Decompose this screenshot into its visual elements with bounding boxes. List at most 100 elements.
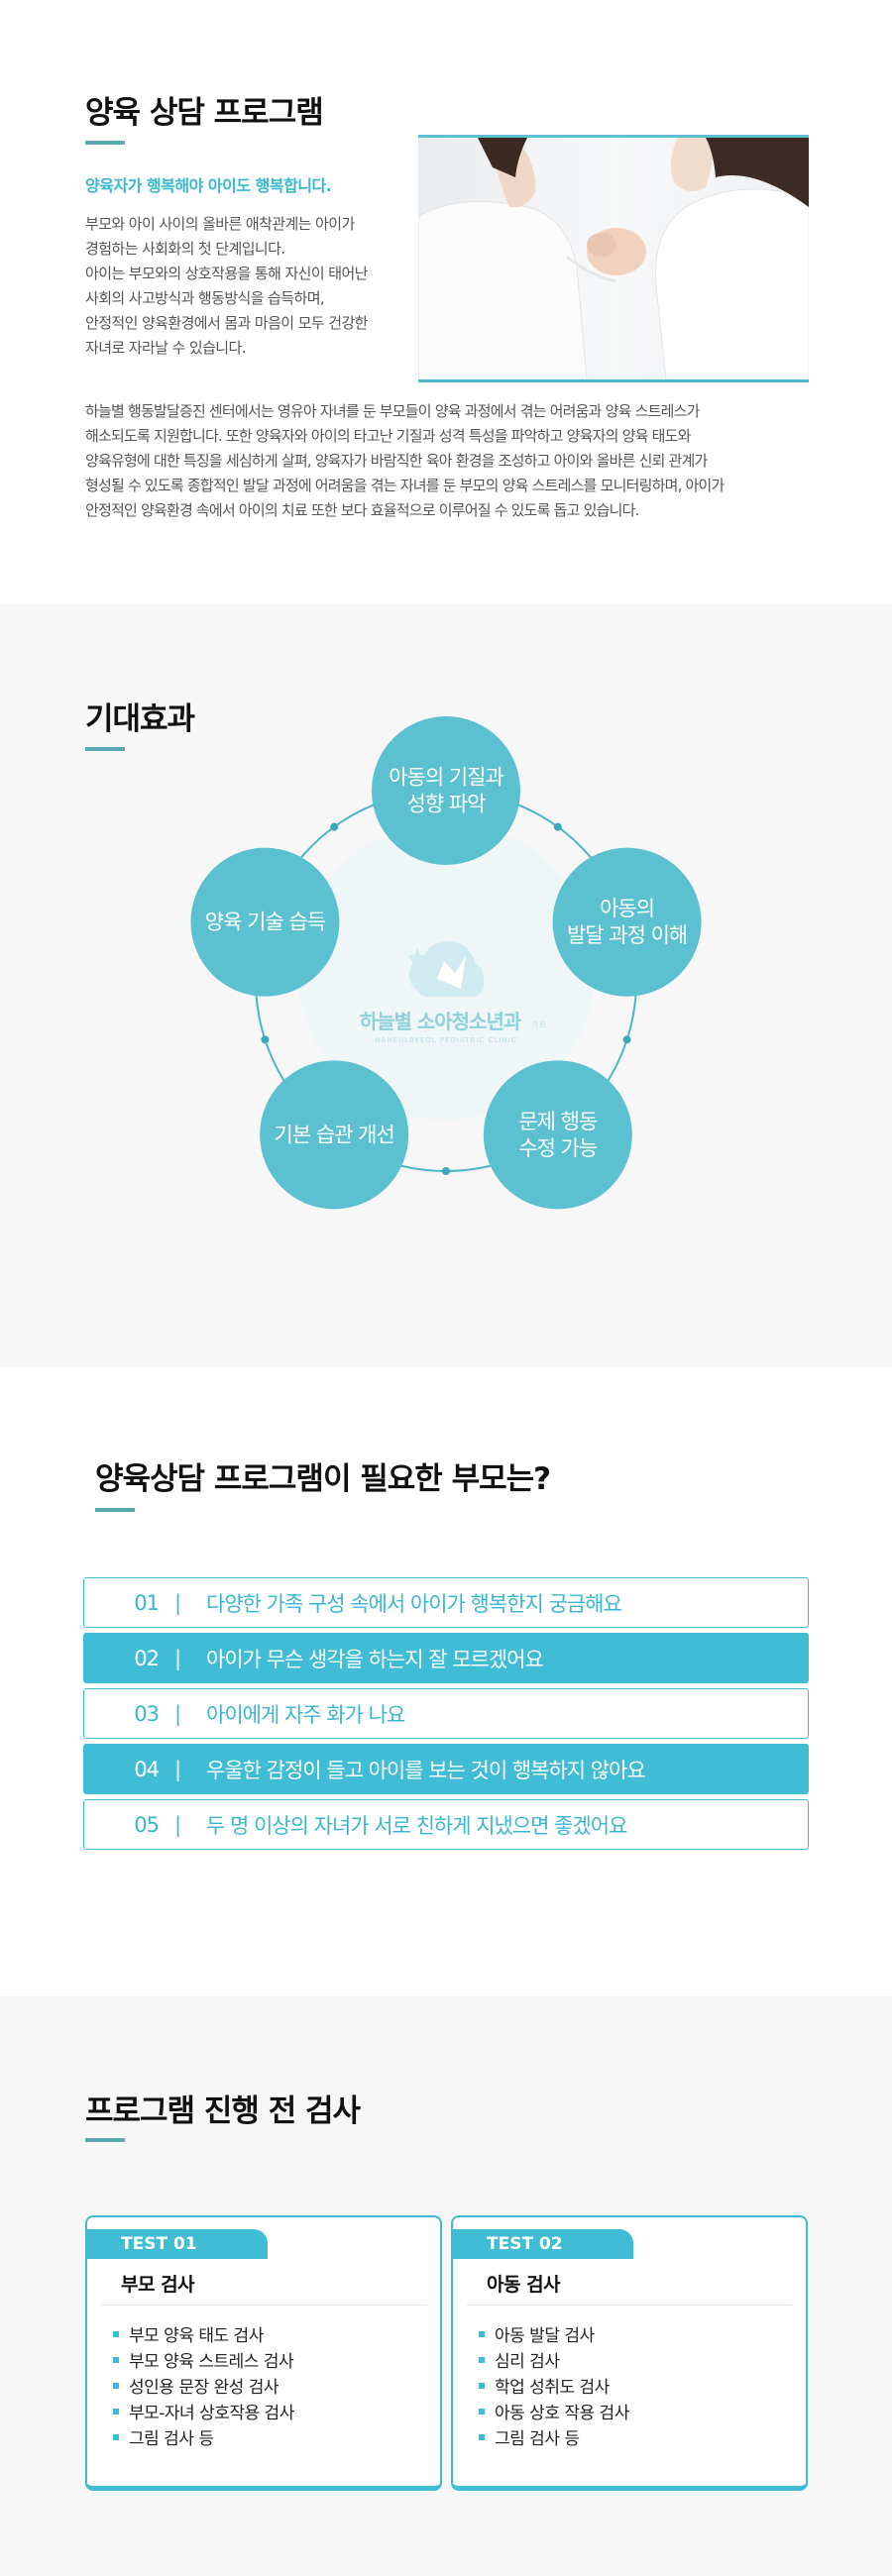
- card-divider: [101, 2305, 426, 2306]
- effect-circle: [260, 1060, 409, 1210]
- need-text: 아이에게 자주 화가 나요: [206, 1702, 405, 1727]
- need-number: 02: [134, 1646, 160, 1670]
- test-item-label: 성인용 문장 완성 검사: [129, 2378, 279, 2398]
- test-item: 부모 양육 태도 검사: [113, 2323, 294, 2349]
- pre-program-tests-section: 프로그램 진행 전 검사 TEST 01 부모 검사 부모 양육 태도 검사 부…: [0, 1996, 892, 2576]
- effect-node: 기본 습관 개선: [260, 1060, 409, 1210]
- effect-label: 발달 과정 이해: [567, 923, 687, 947]
- intro-line: 사회의 사고방식과 행동방식을 습득하며,: [85, 289, 325, 307]
- test-item: 성인용 문장 완성 검사: [113, 2375, 294, 2401]
- section-title: 프로그램 진행 전 검사: [85, 2093, 361, 2129]
- test-tag: TEST 02: [453, 2229, 633, 2259]
- test-name: 부모 검사: [121, 2274, 195, 2296]
- test-item-label: 심리 검사: [495, 2352, 560, 2372]
- intro-line: 경험하는 사회화의 첫 단계입니다.: [85, 240, 285, 258]
- test-item: 아동 상호 작용 검사: [479, 2401, 629, 2426]
- test-item-label: 부모 양육 태도 검사: [129, 2326, 264, 2346]
- intro-line: 자녀로 자라날 수 있습니다.: [85, 339, 246, 357]
- test-item-label: 아동 상호 작용 검사: [495, 2404, 629, 2423]
- bullet-icon: [479, 2331, 485, 2337]
- test-tag: TEST 01: [87, 2229, 268, 2259]
- test-card-child: TEST 02 아동 검사 아동 발달 검사 심리 검사 학업 성취도 검사 아…: [451, 2215, 808, 2491]
- logo-english: HANEULBYEOL PEDIATRIC CLINIC: [375, 1036, 516, 1044]
- need-separator: |: [173, 1757, 181, 1781]
- need-number: 01: [134, 1590, 160, 1615]
- intro-line: 아이는 부모와의 상호작용을 통해 자신이 태어난: [85, 265, 368, 282]
- need-text: 다양한 가족 구성 속에서 아이가 행복한지 궁금해요: [206, 1591, 622, 1616]
- test-item: 심리 검사: [479, 2349, 629, 2375]
- effect-circle: [372, 716, 520, 865]
- bullet-icon: [479, 2357, 485, 2363]
- bullet-icon: [113, 2357, 119, 2363]
- test-item: 그림 검사 등: [113, 2426, 294, 2452]
- need-item: 04 | 우울한 감정이 들고 아이를 보는 것이 행복하지 않아요: [83, 1744, 809, 1794]
- test-item: 부모 양육 스트레스 검사: [113, 2349, 294, 2375]
- effect-label: 양육 기술 습득: [205, 911, 326, 934]
- need-item: 03 | 아이에게 자주 화가 나요: [83, 1688, 809, 1739]
- effect-label: 문제 행동: [518, 1110, 598, 1133]
- description-line: 해소되도록 지원합니다. 또한 양육자와 아이의 타고난 기질과 성격 특성을 …: [85, 427, 691, 445]
- title-underline: [85, 141, 125, 145]
- title-underline: [85, 2138, 125, 2142]
- need-separator: |: [173, 1646, 181, 1670]
- target-parents-section: 양육상담 프로그램이 필요한 부모는? 01 | 다양한 가족 구성 속에서 아…: [0, 1367, 892, 1996]
- test-item-label: 부모 양육 스트레스 검사: [129, 2352, 294, 2372]
- need-text: 아이가 무슨 생각을 하는지 잘 모르겠어요: [206, 1647, 544, 1671]
- bullet-icon: [113, 2434, 119, 2440]
- test-item: 아동 발달 검사: [479, 2323, 629, 2349]
- expected-effects-section: 기대효과 하늘별 소아청소년과 의원 HANEULBYEOL PEDIATRIC…: [0, 604, 892, 1367]
- section-title: 양육상담 프로그램이 필요한 부모는?: [95, 1461, 551, 1497]
- effect-label: 아동의: [600, 897, 654, 920]
- test-item-label: 그림 검사 등: [495, 2429, 580, 2449]
- need-number: 03: [134, 1701, 160, 1726]
- program-intro-section: 양육 상담 프로그램 양육자가 행복해야 아이도 행복합니다. 부모와 아이 사…: [0, 0, 892, 604]
- ring-dot: [622, 1035, 631, 1044]
- parent-child-photo: [418, 135, 809, 382]
- title-underline: [95, 1508, 135, 1512]
- bullet-icon: [113, 2409, 119, 2415]
- test-item-label: 부모-자녀 상호작용 검사: [129, 2404, 294, 2423]
- test-item: 부모-자녀 상호작용 검사: [113, 2401, 294, 2426]
- intro-line: 안정적인 양육환경에서 몸과 마음이 모두 건강한: [85, 314, 368, 332]
- description-line: 형성될 수 있도록 종합적인 발달 과정에 어려움을 겪는 자녀를 둔 부모의 …: [85, 477, 725, 494]
- test-item-list: 부모 양육 태도 검사 부모 양육 스트레스 검사 성인용 문장 완성 검사 부…: [113, 2323, 294, 2452]
- test-card-parent: TEST 01 부모 검사 부모 양육 태도 검사 부모 양육 스트레스 검사 …: [85, 2215, 442, 2491]
- test-item-label: 학업 성취도 검사: [495, 2378, 610, 2398]
- test-item-label: 아동 발달 검사: [495, 2326, 595, 2346]
- need-text: 두 명 이상의 자녀가 서로 친하게 지냈으면 좋겠어요: [206, 1813, 627, 1838]
- logo-small: 의원: [532, 1020, 547, 1028]
- need-separator: |: [173, 1701, 181, 1726]
- section-title: 기대효과: [85, 701, 195, 737]
- clinic-logo: 하늘별 소아청소년과 의원 HANEULBYEOL PEDIATRIC CLIN…: [360, 941, 547, 1044]
- test-item: 학업 성취도 검사: [479, 2375, 629, 2401]
- description-line: 안정적인 양육환경 속에서 아이의 치료 또한 보다 효율적으로 이루어질 수 …: [85, 501, 639, 519]
- effect-circle: [190, 847, 340, 997]
- need-item: 02 | 아이가 무슨 생각을 하는지 잘 모르겠어요: [83, 1633, 809, 1683]
- bullet-icon: [113, 2331, 119, 2337]
- need-list: 01 | 다양한 가족 구성 속에서 아이가 행복한지 궁금해요 02 | 아이…: [83, 1577, 809, 1855]
- effect-circle: [552, 847, 702, 997]
- title-underline: [85, 747, 125, 751]
- logo-name: 하늘별 소아청소년과: [360, 1010, 522, 1033]
- ring-dot: [261, 1035, 270, 1044]
- description-line: 양육유형에 대한 특징을 세심하게 살펴, 양육자가 바람직한 육아 환경을 조…: [85, 452, 708, 470]
- effect-label: 수정 가능: [518, 1136, 598, 1160]
- effect-node: 양육 기술 습득: [190, 847, 340, 997]
- intro-line: 부모와 아이 사이의 올바른 애착관계는 아이가: [85, 215, 355, 233]
- section-subtitle: 양육자가 행복해야 아이도 행복합니다.: [85, 176, 332, 195]
- test-item-label: 그림 검사 등: [129, 2429, 214, 2449]
- need-separator: |: [173, 1590, 181, 1615]
- need-number: 04: [134, 1757, 160, 1781]
- description-line: 하늘별 행동발달증진 센터에서는 영유아 자녀를 둔 부모들이 양육 과정에서 …: [85, 402, 700, 420]
- need-text: 우울한 감정이 들고 아이를 보는 것이 행복하지 않아요: [206, 1758, 646, 1782]
- need-item: 05 | 두 명 이상의 자녀가 서로 친하게 지냈으면 좋겠어요: [83, 1799, 809, 1850]
- effects-diagram: 하늘별 소아청소년과 의원 HANEULBYEOL PEDIATRIC CLIN…: [190, 716, 702, 1210]
- card-divider: [467, 2305, 792, 2306]
- bullet-icon: [479, 2434, 485, 2440]
- test-item: 그림 검사 등: [479, 2426, 629, 2452]
- program-description: 하늘별 행동발달증진 센터에서는 영유아 자녀를 둔 부모들이 양육 과정에서 …: [85, 399, 809, 523]
- need-separator: |: [173, 1812, 181, 1837]
